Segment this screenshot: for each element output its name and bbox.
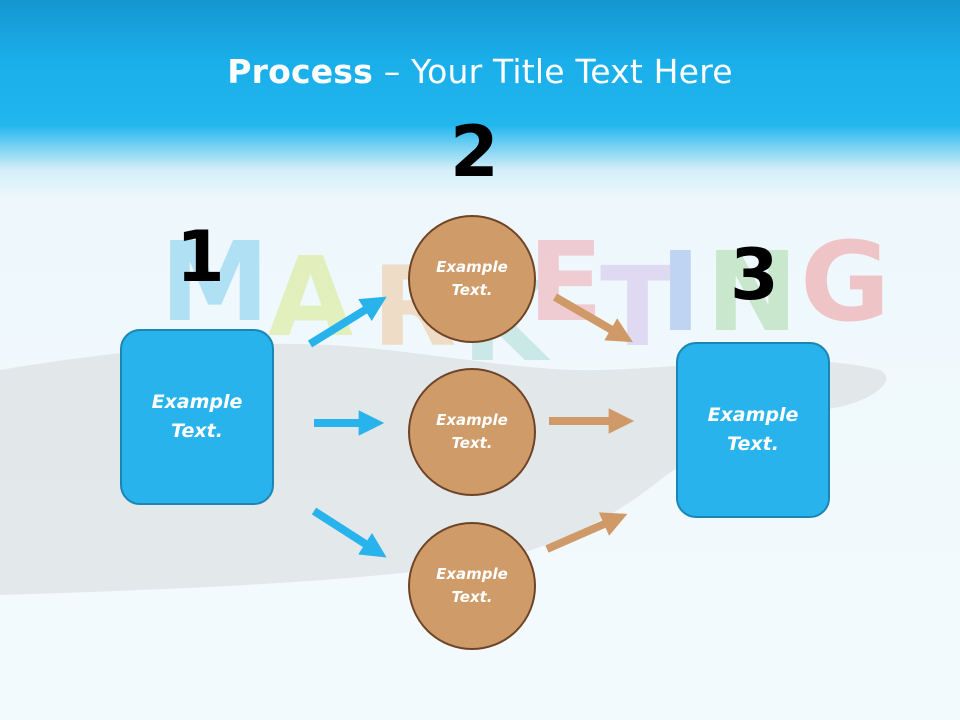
slide-title: Process – Your Title Text Here bbox=[0, 52, 960, 91]
step-1-number: 1 bbox=[176, 216, 225, 298]
circle-bottom-line2: Text. bbox=[451, 588, 493, 606]
step-3-text-line1: Example bbox=[707, 404, 799, 426]
circle-bottom-line1: Example bbox=[436, 565, 508, 583]
step-1-box[interactable]: Example Text. bbox=[120, 329, 274, 505]
step-2-number: 2 bbox=[450, 111, 499, 193]
arrow-box1-to-circle-top bbox=[307, 296, 387, 348]
circle-top-line2: Text. bbox=[451, 281, 493, 299]
arrow-box1-to-circle-bottom bbox=[311, 507, 387, 558]
circle-middle[interactable]: Example Text. bbox=[408, 368, 536, 496]
bg-letter-m: M bbox=[160, 218, 269, 346]
bg-letter-i: I bbox=[660, 228, 701, 356]
title-rest: Your Title Text Here bbox=[411, 52, 733, 91]
circle-top[interactable]: Example Text. bbox=[408, 215, 536, 343]
arrow-circle-bottom-to-box3 bbox=[545, 512, 628, 553]
step-3-number: 3 bbox=[730, 234, 779, 316]
bg-letter-e: E bbox=[528, 218, 603, 346]
circle-top-line1: Example bbox=[436, 258, 508, 276]
title-bold: Process bbox=[227, 52, 373, 91]
circle-middle-line2: Text. bbox=[451, 434, 493, 452]
bg-letter-n: N bbox=[706, 228, 798, 356]
title-dash: – bbox=[373, 52, 412, 91]
bg-letter-g: G bbox=[800, 218, 890, 346]
bg-letter-t: T bbox=[600, 243, 675, 371]
step-3-text-line2: Text. bbox=[727, 433, 779, 455]
step-3-box[interactable]: Example Text. bbox=[676, 342, 830, 518]
circle-middle-line1: Example bbox=[436, 411, 508, 429]
circle-bottom[interactable]: Example Text. bbox=[408, 522, 536, 650]
step-1-text-line2: Text. bbox=[171, 420, 223, 442]
arrow-circle-top-to-box3 bbox=[552, 293, 633, 343]
step-1-text-line1: Example bbox=[151, 391, 243, 413]
